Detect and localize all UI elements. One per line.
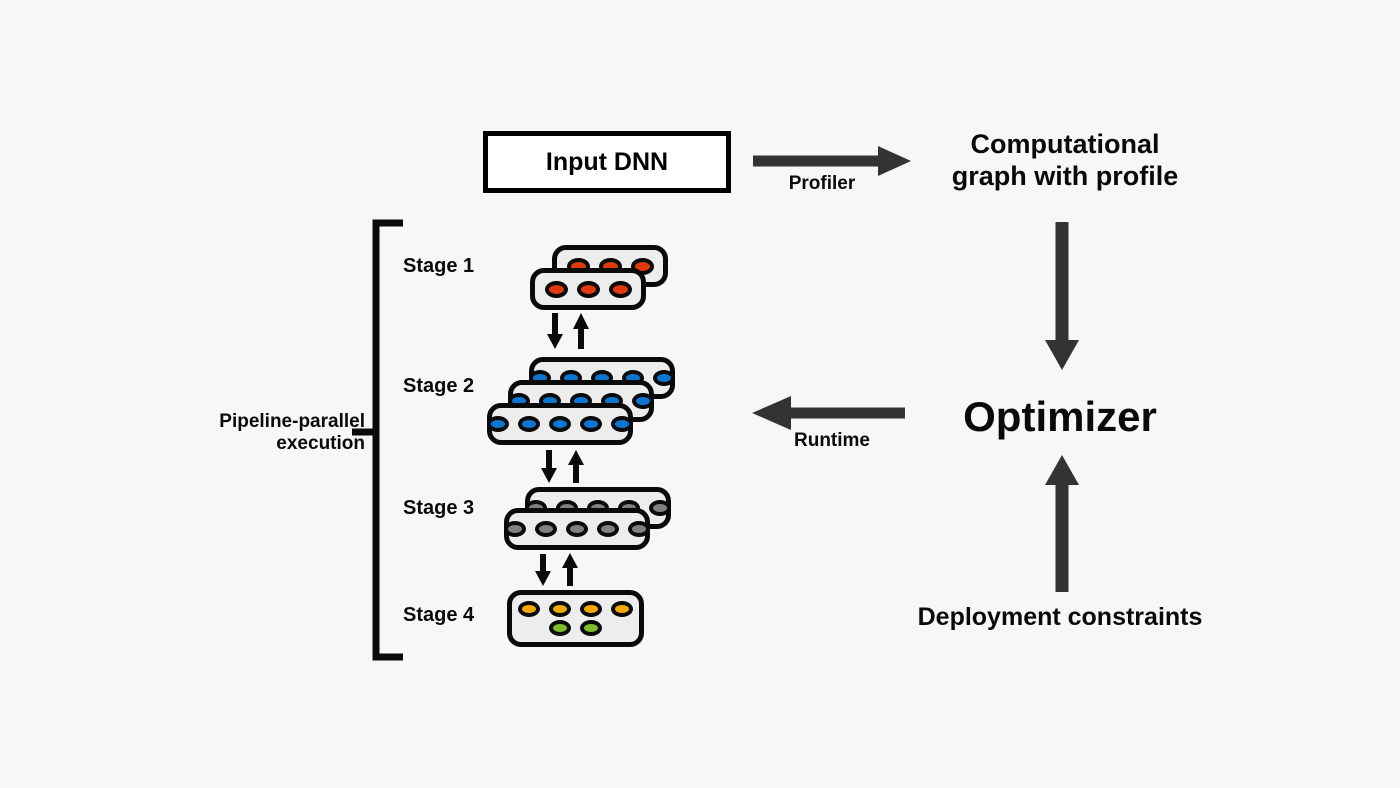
neuron-dot (518, 601, 540, 617)
dot-row-top (518, 601, 633, 617)
neuron-dot (632, 393, 654, 409)
neuron-dot (576, 280, 600, 298)
profiler-arrow-label: Profiler (788, 173, 856, 194)
neuron-dot (549, 416, 571, 432)
stage-label-4: Stage 4 (403, 604, 475, 626)
graph-to-optimizer-arrow-icon (1045, 222, 1079, 370)
optimizer-label: Optimizer (963, 393, 1157, 440)
neuron-dot (535, 521, 557, 537)
computational-graph-label: Computational graph with profile (951, 129, 1179, 191)
stage-label-1: Stage 1 (403, 255, 475, 277)
neuron-dot (580, 620, 602, 636)
stage-1-2-arrows-icon (547, 313, 589, 349)
stage-label-3: Stage 3 (403, 497, 475, 519)
neuron-dot (544, 280, 568, 298)
input-dnn-box: Input DNN (483, 131, 731, 193)
runtime-arrow-icon (752, 396, 905, 430)
profiler-arrow-icon (753, 146, 911, 176)
neuron-dot (518, 416, 540, 432)
dot-row-bottom (549, 620, 602, 636)
dot-row (487, 416, 633, 432)
neuron-dot (611, 601, 633, 617)
neuron-dot (504, 521, 526, 537)
stage-3-card-front (504, 508, 650, 550)
neuron-dot (608, 280, 632, 298)
stage-label-2: Stage 2 (403, 375, 475, 397)
dot-row (544, 280, 632, 298)
neuron-dot (649, 500, 671, 516)
constraints-to-optimizer-arrow-icon (1045, 455, 1079, 592)
stage-1-card-front (530, 268, 646, 310)
dot-row (504, 521, 650, 537)
deployment-constraints-label: Deployment constraints (917, 603, 1203, 631)
neuron-dot (580, 601, 602, 617)
runtime-arrow-label: Runtime (794, 430, 870, 451)
neuron-dot (628, 521, 650, 537)
pipeline-parallel-execution-label: Pipeline-parallel execution (219, 411, 365, 455)
neuron-dot (549, 620, 571, 636)
neuron-dot (566, 521, 588, 537)
neuron-dot (653, 370, 675, 386)
neuron-dot (597, 521, 619, 537)
stage-3-4-arrows-icon (535, 553, 578, 586)
neuron-dot (487, 416, 509, 432)
stage-2-3-arrows-icon (541, 450, 584, 483)
input-dnn-label: Input DNN (545, 147, 669, 176)
neuron-dot (580, 416, 602, 432)
stage-2-card-front (487, 403, 633, 445)
neuron-dot (611, 416, 633, 432)
neuron-dot (549, 601, 571, 617)
stage-4-card (507, 590, 644, 647)
